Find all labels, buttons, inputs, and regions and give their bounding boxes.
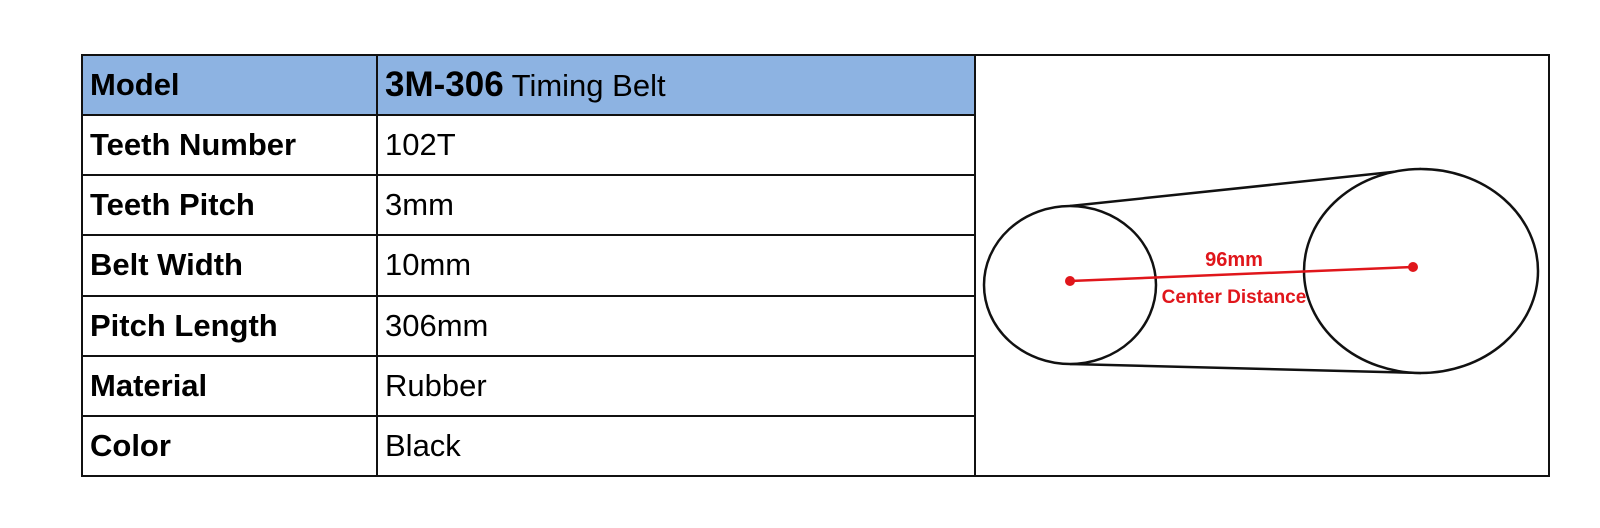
spec-label: Pitch Length — [83, 294, 378, 357]
spec-row-teeth-pitch: Teeth Pitch 3mm — [83, 174, 975, 237]
spec-value: 102T — [376, 114, 975, 177]
model-name: Timing Belt — [511, 68, 666, 104]
spec-label: Belt Width — [83, 234, 378, 297]
spec-row-material: Material Rubber — [83, 354, 975, 417]
spec-label: Teeth Number — [83, 114, 378, 177]
belt-top-edge — [1069, 167, 1422, 208]
spec-value: Rubber — [376, 354, 975, 417]
spec-value: 10mm — [376, 234, 975, 297]
spec-row-belt-width: Belt Width 10mm — [83, 234, 975, 297]
spec-value: 3mm — [376, 174, 975, 237]
spec-row-color: Color Black — [83, 414, 975, 475]
pulley-diagram: 96mm Center Distance — [982, 167, 1540, 375]
spec-label: Color — [83, 414, 378, 475]
pulley-diagram-cell: 96mm Center Distance — [976, 56, 1548, 475]
model-label: Model — [83, 56, 378, 117]
spec-label: Material — [83, 354, 378, 417]
spec-label: Teeth Pitch — [83, 174, 378, 237]
spec-row-teeth-number: Teeth Number 102T — [83, 114, 975, 177]
center-distance-line — [1069, 265, 1414, 283]
spec-value: 306mm — [376, 294, 975, 357]
center-distance-label: Center Distance — [1162, 287, 1307, 308]
center-distance-value: 96mm — [1205, 249, 1263, 271]
large-pulley-center-dot — [1408, 262, 1418, 272]
spec-row-pitch-length: Pitch Length 306mm — [83, 294, 975, 357]
small-pulley-center-dot — [1065, 276, 1075, 286]
spec-value: Black — [376, 414, 975, 475]
model-code: 3M-306 — [385, 65, 504, 105]
belt-bottom-edge — [1069, 362, 1422, 375]
